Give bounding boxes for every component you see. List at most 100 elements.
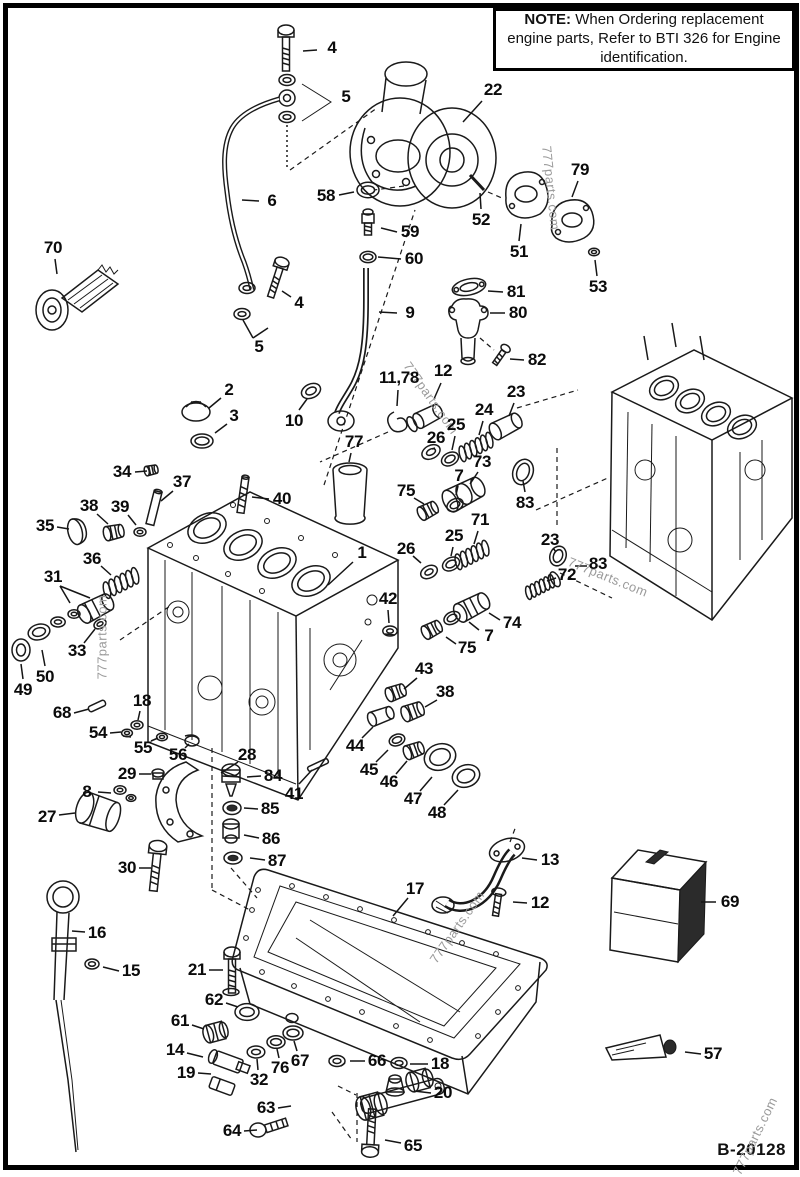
part-callout-8: 8: [82, 782, 92, 801]
governor-gear-drawing: [36, 265, 118, 330]
part-callout-79: 79: [570, 160, 590, 179]
drawing-number: B-20128: [717, 1140, 786, 1159]
part-callout-52: 52: [471, 210, 491, 229]
part-callout-5: 5: [254, 337, 264, 356]
part-callout-40: 40: [272, 489, 292, 508]
sealant-tube-drawing: [606, 1035, 676, 1060]
part-callout-75: 75: [396, 481, 416, 500]
note-text: When Ordering replacement engine parts, …: [507, 11, 781, 66]
part-callout-85: 85: [260, 799, 280, 818]
part-callout-19: 19: [176, 1063, 196, 1082]
part-callout-47: 47: [403, 789, 423, 808]
part-callout-51: 51: [509, 242, 529, 261]
oil-drain-hose-drawing: [299, 181, 388, 524]
part-callout-4: 4: [294, 293, 304, 312]
part-callout-84: 84: [263, 766, 283, 785]
part-callout-73: 73: [472, 452, 492, 471]
part-callout-87: 87: [267, 851, 287, 870]
part-callout-56: 56: [168, 745, 188, 764]
note-box: NOTE: When Ordering replacement engine p…: [493, 8, 795, 71]
part-callout-31: 31: [43, 567, 63, 586]
part-callout-55: 55: [133, 738, 153, 757]
engine-block-drawing: [148, 492, 398, 800]
part-callout-46: 46: [379, 772, 399, 791]
part-callout-67: 67: [290, 1051, 310, 1070]
part-callout-12: 12: [433, 361, 453, 380]
part-callout-26: 26: [396, 539, 416, 558]
part-callout-77: 77: [344, 432, 364, 451]
part-callout-39: 39: [110, 497, 130, 516]
part-callout-35: 35: [35, 516, 55, 535]
part-callout-28: 28: [237, 745, 257, 764]
left-valve-assembly-drawing: [12, 564, 199, 746]
part-callout-54: 54: [88, 723, 108, 742]
part-callout-59: 59: [400, 222, 420, 241]
part-callout-80: 80: [508, 303, 528, 322]
part-callout-69: 69: [720, 892, 740, 911]
part-callout-27: 27: [37, 807, 57, 826]
part-callout-37: 37: [172, 472, 192, 491]
part-callout-7: 7: [454, 466, 464, 485]
filter-bracket-drawing: [72, 748, 329, 910]
turbo-gasket-drawing: [506, 172, 601, 257]
part-callout-57: 57: [703, 1044, 723, 1063]
drain-plug-fittings-drawing: [201, 946, 445, 1159]
part-callout-18: 18: [132, 691, 152, 710]
relief-valve-upper-drawing: [388, 401, 537, 523]
part-callout-68: 68: [52, 703, 72, 722]
part-callout-76: 76: [270, 1058, 290, 1077]
part-callout-48: 48: [427, 803, 447, 822]
part-callout-41: 41: [284, 784, 304, 803]
part-callout-53: 53: [588, 277, 608, 296]
part-callout-7: 7: [484, 626, 494, 645]
filler-cap-plugs-drawing: [65, 402, 249, 547]
part-callout-6: 6: [267, 191, 277, 210]
part-callout-38: 38: [435, 682, 455, 701]
part-callout-25: 25: [444, 526, 464, 545]
part-callout-2: 2: [224, 380, 234, 399]
part-callout-34: 34: [112, 462, 132, 481]
part-callout-44: 44: [345, 736, 365, 755]
part-callout-33: 33: [67, 641, 87, 660]
part-callout-64: 64: [222, 1121, 242, 1140]
part-callout-58: 58: [316, 186, 336, 205]
oil-pan-drawing: [232, 869, 547, 1094]
part-callout-71: 71: [470, 510, 490, 529]
part-callout-32: 32: [249, 1070, 269, 1089]
part-callout-21: 21: [187, 960, 207, 979]
filter-element-box-drawing: [610, 850, 706, 962]
part-callout-60: 60: [404, 249, 424, 268]
part-callout-14: 14: [165, 1040, 185, 1059]
part-callout-9: 9: [405, 303, 415, 322]
part-callout-38: 38: [79, 496, 99, 515]
part-callout-63: 63: [256, 1098, 276, 1117]
part-callout-70: 70: [43, 238, 63, 257]
part-callout-81: 81: [506, 282, 526, 301]
part-callout-75: 75: [457, 638, 477, 657]
oil-supply-bolt-washers-drawing: [225, 24, 377, 321]
part-callout-18: 18: [430, 1054, 450, 1073]
part-callout-83: 83: [588, 554, 608, 573]
part-callout-66: 66: [367, 1051, 387, 1070]
part-callout-36: 36: [82, 549, 102, 568]
dipstick-drawing: [47, 881, 99, 1152]
part-callout-4: 4: [327, 38, 337, 57]
part-callout-24: 24: [474, 400, 494, 419]
part-callout-65: 65: [403, 1136, 423, 1155]
part-callout-42: 42: [378, 589, 398, 608]
part-callout-12: 12: [530, 893, 550, 912]
part-callout-23: 23: [506, 382, 526, 401]
part-callout-82: 82: [527, 350, 547, 369]
part-callout-13: 13: [540, 850, 560, 869]
part-callout-49: 49: [13, 680, 33, 699]
watermark: 777parts.com: [94, 594, 110, 680]
breather-assembly-drawing: [449, 276, 512, 367]
part-callout-17: 17: [405, 879, 425, 898]
part-callout-26: 26: [426, 428, 446, 447]
engine-block-reference-drawing: [517, 323, 792, 620]
part-callout-86: 86: [261, 829, 281, 848]
part-callout-20: 20: [433, 1083, 453, 1102]
part-callout-83: 83: [515, 493, 535, 512]
note-label: NOTE:: [524, 11, 572, 29]
